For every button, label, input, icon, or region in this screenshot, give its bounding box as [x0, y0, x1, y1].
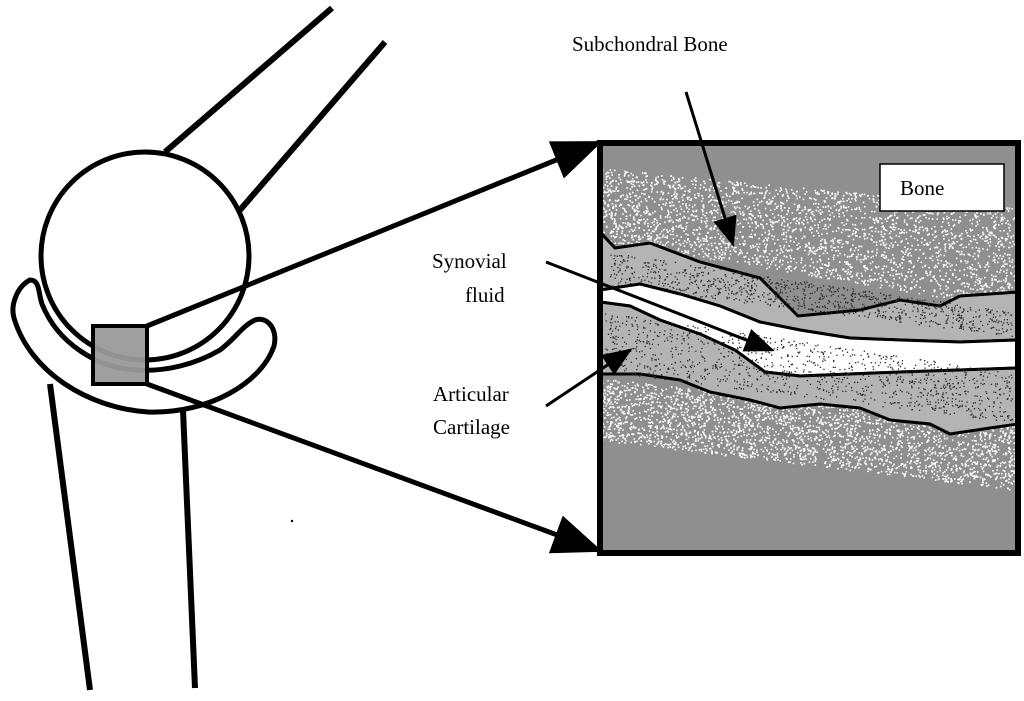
subchondral-bone-label: Subchondral Bone: [572, 32, 728, 56]
knee-schematic: [10, 5, 388, 691]
synovial-fluid-arrow: [545, 260, 775, 352]
synovial-label-line1: Synovial: [432, 249, 507, 273]
zoom-selection-box: [91, 324, 149, 386]
magnified-panel-border: [597, 140, 1021, 556]
femur-shaft-right-line: [237, 40, 388, 212]
articular-cartilage-arrow: [545, 348, 633, 408]
subchondral-bone-arrow: [684, 91, 737, 247]
stray-dot: [290, 519, 294, 523]
synovial-label-line2: fluid: [465, 283, 505, 307]
upper-cartilage-speckle: [610, 254, 1013, 337]
magnified-panel: Bone: [597, 140, 1021, 556]
lower-bone-texture: [600, 379, 1018, 491]
femur-shaft-left-line: [163, 5, 334, 155]
tibia-shaft-right-line: [180, 409, 198, 689]
bone-label: Bone: [900, 176, 944, 200]
tibial-crescent: [10, 277, 278, 415]
articular-label-line2: Cartilage: [433, 415, 510, 439]
projection-line-bottom: [146, 381, 603, 554]
bone-label-box: [879, 163, 1005, 212]
tibia-shaft-left-line: [47, 383, 93, 691]
articular-label-line1: Articular: [433, 382, 509, 406]
projection-line-top: [146, 140, 603, 329]
